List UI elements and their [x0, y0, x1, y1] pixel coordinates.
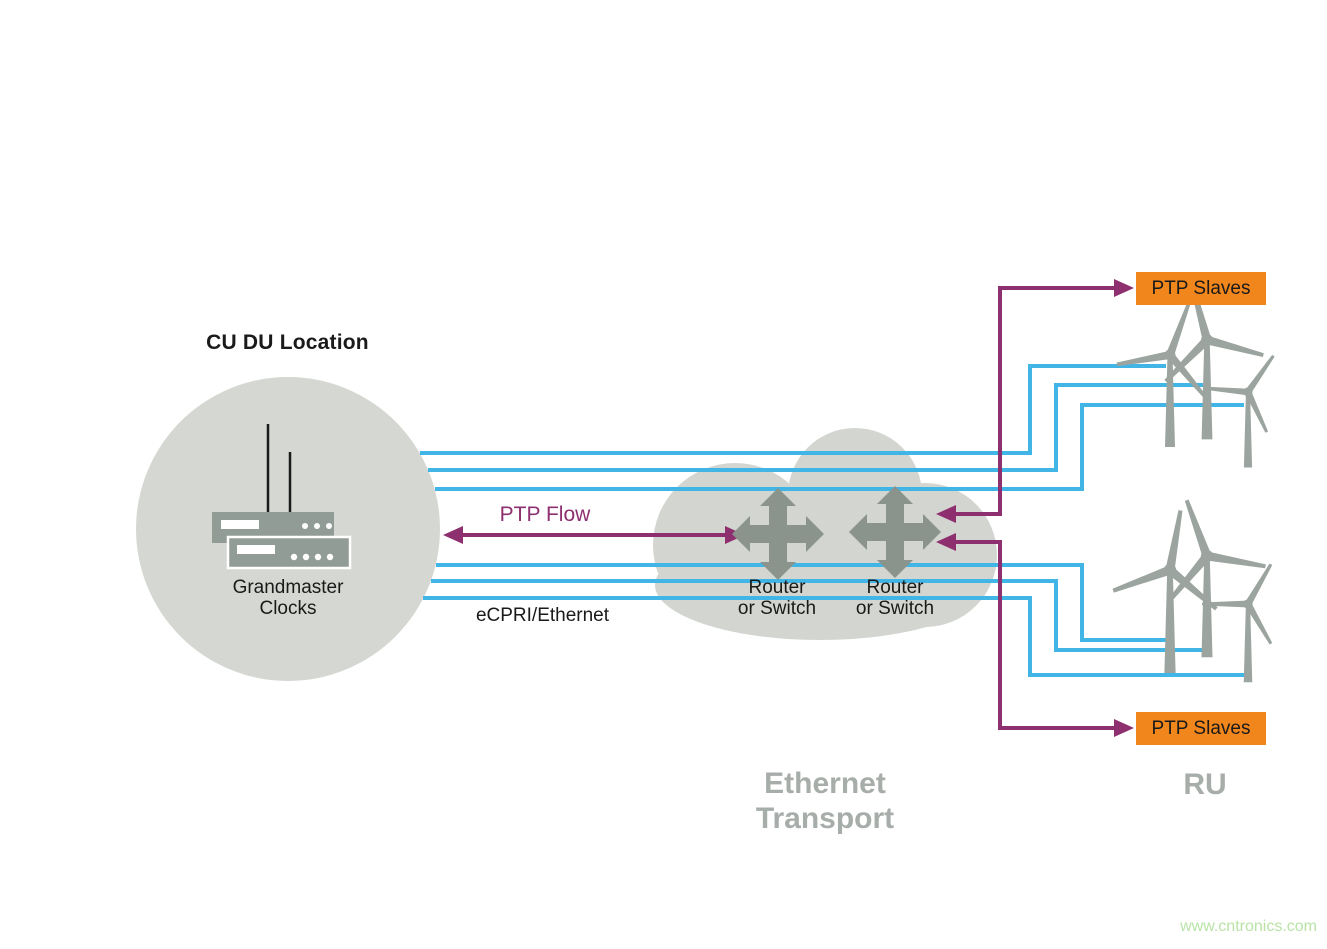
router-label-line2: or Switch [737, 598, 817, 619]
wind-turbine-icon [1199, 544, 1307, 683]
ecpri-ethernet-lines [420, 364, 1244, 677]
arrow-left-icon [936, 533, 956, 551]
router-label-line1: Router [748, 577, 806, 598]
ptp-flow-lines [458, 286, 1120, 730]
ptp-flow-arrowheads [443, 279, 1134, 737]
ptp-slaves-box-top: PTP Slaves [1136, 272, 1266, 305]
arrow-right-icon [1114, 719, 1134, 737]
router-label-line2: or Switch [855, 598, 935, 619]
grandmaster-clock-icon [212, 424, 352, 570]
wind-turbine-cluster-bottom [1110, 482, 1307, 683]
ru-heading: RU [1183, 768, 1227, 801]
ptp-flow-label: PTP Flow [499, 503, 591, 526]
ethernet-transport-heading-line2: Transport [755, 802, 895, 835]
arrow-left-icon [936, 505, 956, 523]
router-or-switch-label-2: Router or Switch [830, 577, 960, 619]
router-or-switch-label-1: Router or Switch [712, 577, 842, 619]
ecpri-ethernet-label: eCPRI/Ethernet [475, 605, 610, 626]
wind-turbine-icon [1110, 501, 1234, 674]
ptp-slaves-box-bottom: PTP Slaves [1136, 712, 1266, 745]
watermark-text: www.cntronics.com [1180, 918, 1317, 935]
cu-du-location-heading: CU DU Location [206, 331, 369, 354]
router-label-line1: Router [866, 577, 924, 598]
wind-turbine-icon [1201, 333, 1306, 468]
ethernet-transport-heading-line1: Ethernet [764, 767, 886, 800]
grandmaster-clocks-label-line1: Grandmaster [232, 577, 344, 598]
grandmaster-clocks-label: Grandmaster Clocks [188, 577, 388, 619]
wind-turbine-cluster-top [1114, 270, 1306, 468]
grandmaster-clocks-label-line2: Clocks [259, 598, 317, 619]
arrow-left-icon [443, 526, 463, 544]
ethernet-transport-heading: Ethernet Transport [690, 766, 960, 836]
wind-turbine-icon [1136, 482, 1269, 658]
arrow-right-icon [1114, 279, 1134, 297]
